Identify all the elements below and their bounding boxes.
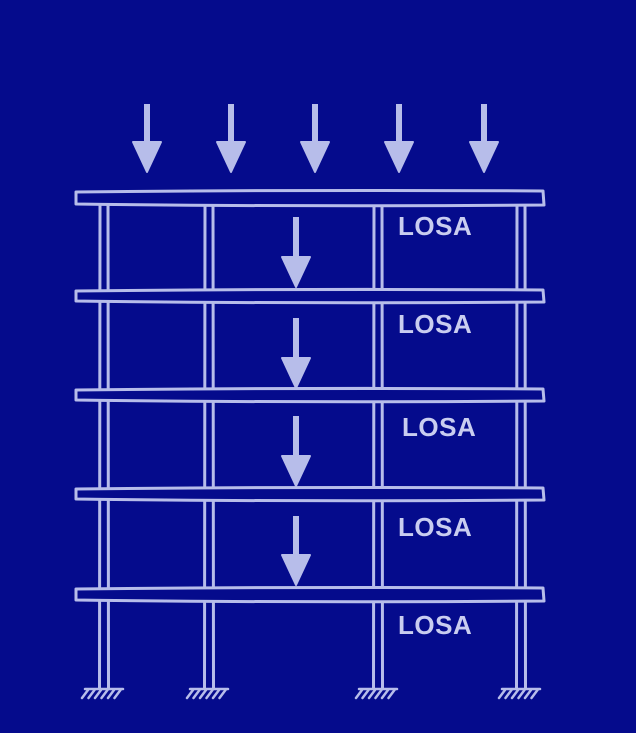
- transfer-load-arrow-2-shaft: [293, 318, 299, 358]
- transfer-load-arrow-2: [281, 318, 311, 389]
- support-hatch-line: [106, 688, 116, 700]
- top-load-arrow-3-head: [300, 141, 330, 173]
- top-load-arrows: [132, 104, 499, 173]
- column-1-left-edge: [98, 203, 102, 690]
- top-load-arrow-3-shaft: [312, 104, 318, 142]
- support-hatch-line: [80, 688, 90, 700]
- transfer-load-arrow-1-shaft: [293, 217, 299, 257]
- support-hatch-line: [374, 688, 383, 700]
- support-hatch-line: [198, 688, 208, 700]
- slab-3: [74, 386, 546, 404]
- support-hatch-line: [510, 688, 520, 700]
- floor-label-4: LOSA: [398, 512, 472, 542]
- top-load-arrow-4-shaft: [396, 104, 402, 142]
- support-hatch-line: [218, 688, 227, 700]
- slab-4: [74, 485, 546, 503]
- support-hatch-line: [185, 688, 195, 700]
- transfer-load-arrow-3-head: [281, 455, 311, 487]
- column-3-right-edge: [380, 203, 384, 690]
- floor-label-5: LOSA: [398, 610, 472, 640]
- support-hatch-line: [504, 688, 513, 700]
- transfer-load-arrow-1-head: [281, 256, 311, 288]
- support-hatch-line: [100, 688, 109, 700]
- transfer-load-arrow-4: [281, 516, 311, 586]
- column-2-left-edge: [203, 203, 207, 690]
- support-hatch-line: [367, 688, 377, 700]
- transfer-load-arrow-3: [281, 416, 311, 487]
- slab-2: [74, 287, 546, 305]
- support-hatch-line: [380, 688, 390, 700]
- support-hatch-line: [192, 688, 201, 700]
- support-hatch-line: [93, 688, 103, 700]
- floor-label-3: LOSA: [402, 412, 476, 442]
- transfer-load-arrow-4-head: [281, 554, 311, 586]
- fixed-support-hatch-4-icon: [497, 687, 542, 700]
- column-1-right-edge: [106, 203, 110, 690]
- floor-labels: LOSA LOSA LOSA LOSA LOSA: [398, 211, 476, 640]
- slab-5: [74, 585, 546, 604]
- supports: [80, 687, 542, 700]
- transfer-load-arrow-4-shaft: [293, 516, 299, 555]
- top-load-arrow-1-head: [132, 141, 162, 173]
- transfer-load-arrow-2-head: [281, 357, 311, 389]
- support-hatch-line: [530, 688, 539, 700]
- support-hatch-line: [354, 688, 364, 700]
- slab-1: [74, 188, 546, 208]
- top-load-arrow-4: [384, 104, 414, 173]
- column-2: [203, 203, 215, 690]
- column-4-right-edge: [523, 203, 527, 690]
- support-hatch-line: [87, 688, 96, 700]
- floor-label-1: LOSA: [398, 211, 472, 241]
- support-hatch-line: [517, 688, 526, 700]
- top-load-arrow-2-head: [216, 141, 246, 173]
- fixed-support-hatch-1-icon: [80, 687, 125, 700]
- top-load-arrow-2-shaft: [228, 104, 234, 142]
- slabs: [74, 188, 546, 604]
- columns: [98, 203, 527, 690]
- column-4-left-edge: [515, 203, 519, 690]
- top-load-arrow-5-head: [469, 141, 499, 173]
- column-2-right-edge: [211, 203, 215, 690]
- support-hatch-line: [523, 688, 533, 700]
- support-hatch-line: [387, 688, 396, 700]
- floor-label-2: LOSA: [398, 309, 472, 339]
- support-hatch-line: [497, 688, 507, 700]
- column-1: [98, 203, 110, 690]
- fixed-support-hatch-3-icon: [354, 687, 399, 700]
- support-hatch-line: [205, 688, 214, 700]
- support-hatch-line: [113, 688, 122, 700]
- transfer-load-arrow-1: [281, 217, 311, 288]
- transfer-load-arrow-3-shaft: [293, 416, 299, 456]
- top-load-arrow-4-head: [384, 141, 414, 173]
- support-hatch-line: [361, 688, 370, 700]
- column-3: [372, 203, 384, 690]
- support-hatch-line: [211, 688, 221, 700]
- column-4: [515, 203, 527, 690]
- top-load-arrow-5-shaft: [481, 104, 487, 142]
- top-load-arrow-3: [300, 104, 330, 173]
- fixed-support-hatch-2-icon: [185, 687, 230, 700]
- top-load-arrow-1-shaft: [144, 104, 150, 142]
- top-load-arrow-2: [216, 104, 246, 173]
- top-load-arrow-5: [469, 104, 499, 173]
- transfer-load-arrows: [281, 217, 311, 586]
- top-load-arrow-1: [132, 104, 162, 173]
- column-3-left-edge: [372, 203, 376, 690]
